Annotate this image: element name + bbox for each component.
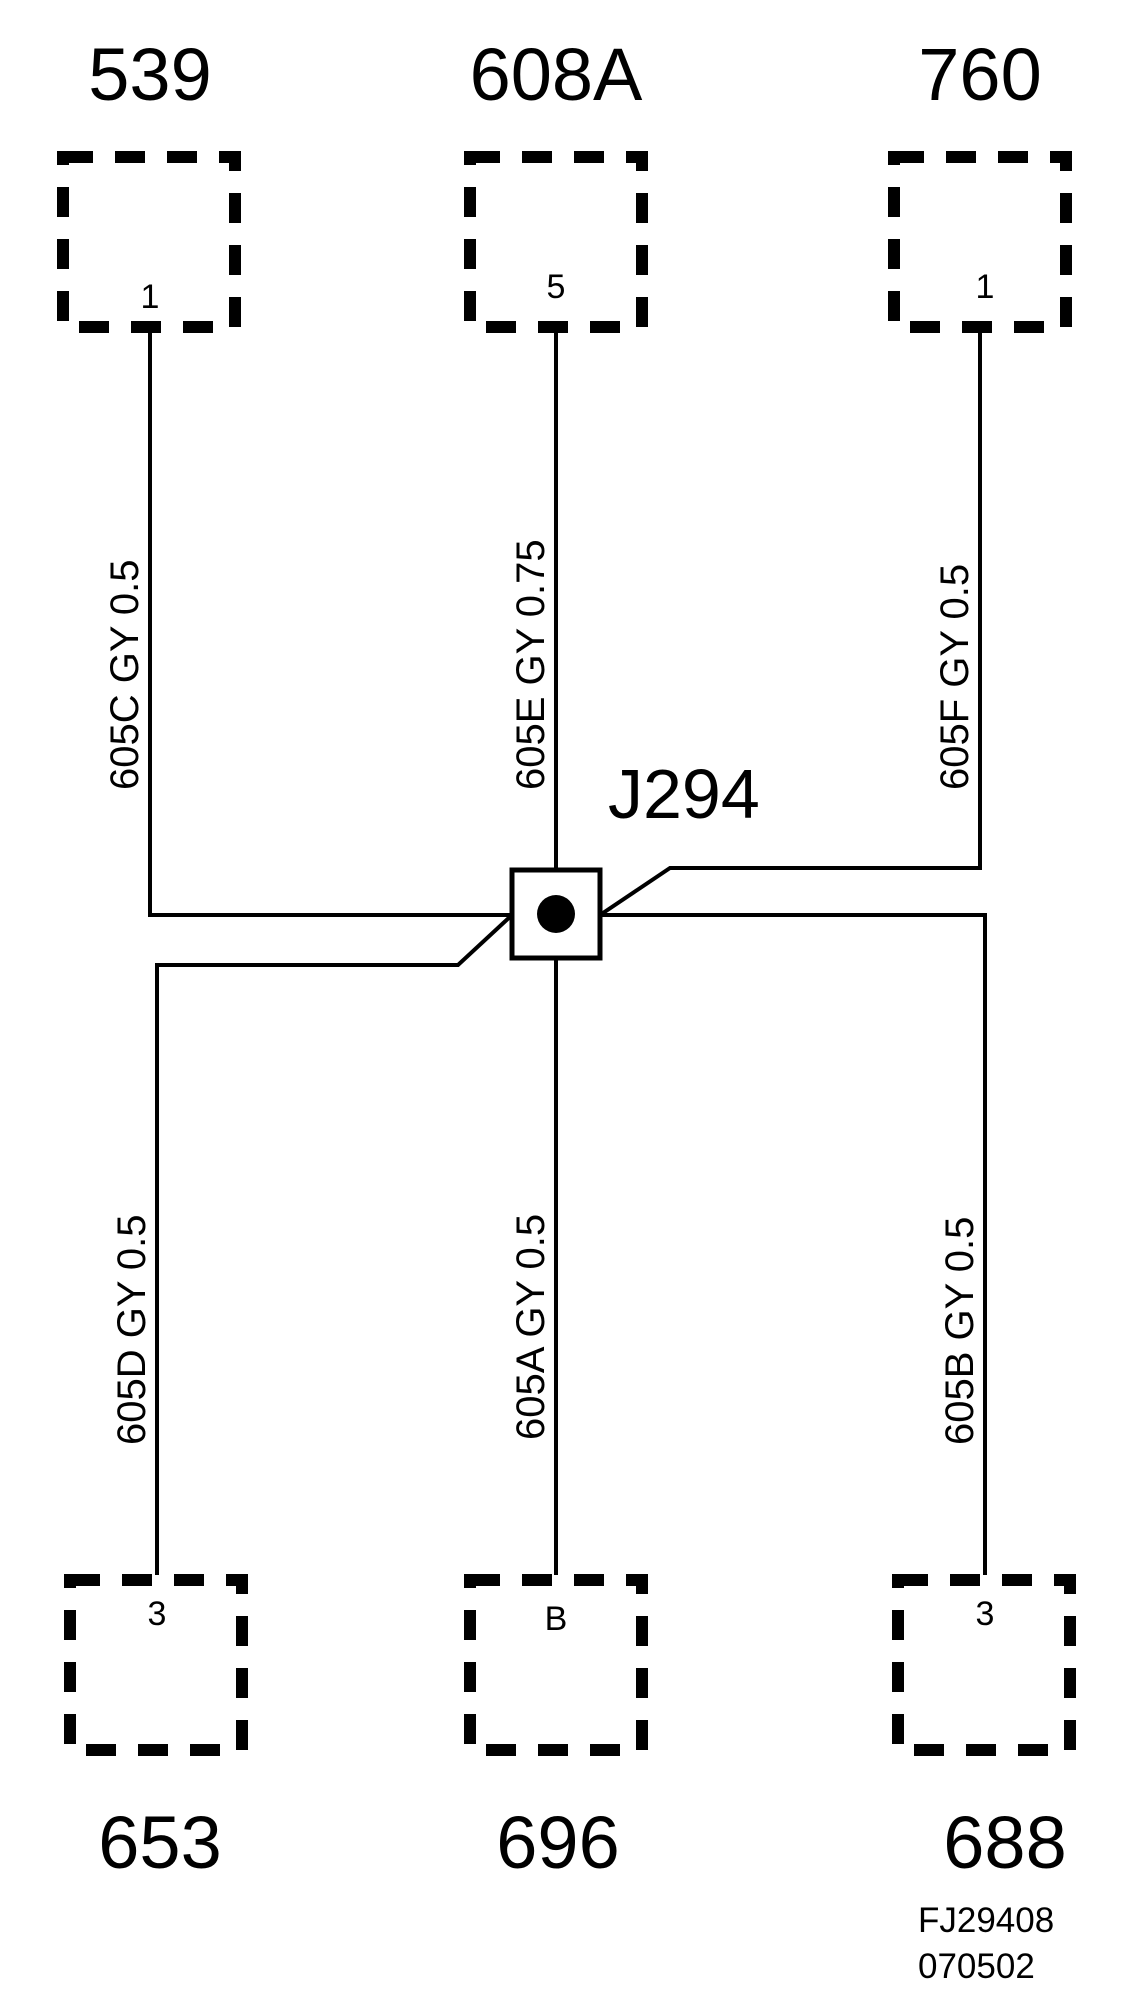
wire-605b[interactable] bbox=[556, 913, 987, 1575]
splice-j294[interactable]: J294 bbox=[509, 755, 760, 961]
pin-number: 1 bbox=[976, 268, 995, 306]
connector-653[interactable]: 3 653 bbox=[64, 1574, 248, 1884]
connector-539[interactable]: 539 1 bbox=[57, 33, 241, 333]
pin-number: B bbox=[545, 1600, 568, 1638]
pin-number: 3 bbox=[148, 1595, 167, 1633]
wire-label-605c: 605C GY 0.5 bbox=[103, 559, 147, 790]
wire-label-605a: 605A GY 0.5 bbox=[509, 1214, 553, 1440]
component-id: 760 bbox=[918, 33, 1041, 116]
connector-696[interactable]: B 696 bbox=[464, 1574, 648, 1884]
pin-number: 5 bbox=[547, 268, 566, 306]
connector-608a[interactable]: 608A 5 bbox=[464, 33, 648, 333]
wire-label-605e: 605E GY 0.75 bbox=[509, 539, 553, 790]
wires bbox=[148, 330, 987, 1575]
pin-number: 3 bbox=[976, 1595, 995, 1633]
component-id: 688 bbox=[943, 1801, 1066, 1884]
wire-label-605d: 605D GY 0.5 bbox=[110, 1214, 154, 1445]
pin-number: 1 bbox=[141, 278, 160, 316]
wire-label-605f: 605F GY 0.5 bbox=[933, 564, 977, 790]
figure-code: FJ29408 bbox=[918, 1901, 1054, 1940]
component-id: 653 bbox=[98, 1801, 221, 1884]
wire-605d[interactable] bbox=[155, 913, 556, 1575]
component-id: 696 bbox=[496, 1801, 619, 1884]
wire-label-605b: 605B GY 0.5 bbox=[938, 1217, 982, 1445]
component-id: 539 bbox=[88, 33, 211, 116]
wire-605c[interactable] bbox=[148, 330, 555, 917]
splice-label: J294 bbox=[608, 755, 760, 833]
connector-688[interactable]: 3 688 bbox=[892, 1574, 1076, 1884]
figure-date: 070502 bbox=[918, 1947, 1035, 1986]
connector-760[interactable]: 760 1 bbox=[888, 33, 1072, 333]
component-id: 608A bbox=[470, 33, 643, 116]
